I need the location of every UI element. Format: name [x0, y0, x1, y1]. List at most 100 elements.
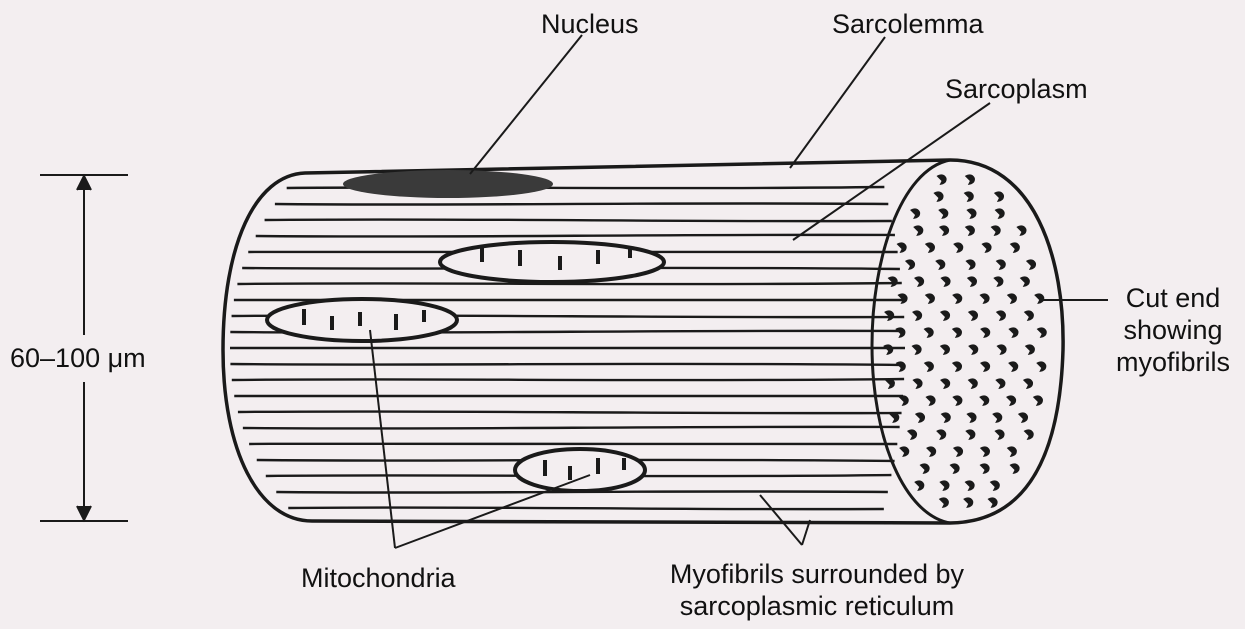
myofibril-cross-section [912, 310, 922, 321]
myofibril-cross-section [912, 378, 922, 389]
myofibril-cross-section [899, 446, 909, 457]
myofibril-cross-section [924, 361, 934, 372]
myofibril-cross-section [979, 293, 989, 304]
myofibril-cross-section [966, 412, 976, 423]
myofibril-cross-section [988, 497, 998, 508]
myofibril-cross-section [936, 429, 946, 440]
myofibril-cross-section [933, 191, 943, 202]
myofibril-cross-section [897, 293, 907, 304]
myofibril-cross-section [883, 344, 893, 355]
myofibril-cross-section [940, 310, 950, 321]
myofibril-cross-section [996, 259, 1006, 270]
myofibril-cross-section [994, 191, 1004, 202]
myofibril-cross-section [896, 361, 906, 372]
myofibril-cross-section [1034, 293, 1044, 304]
myofibril-cross-section [1033, 395, 1043, 406]
sarcoplasm-label: Sarcoplasm [945, 73, 1088, 105]
myofibril-cross-section [952, 361, 962, 372]
myofibril-cross-section [938, 208, 948, 219]
myofibril-line [243, 427, 900, 429]
myofibril-cross-section [979, 395, 989, 406]
myofibril-line [232, 379, 904, 380]
myofibril-cross-section [952, 327, 962, 338]
myofibril-cross-section [939, 480, 949, 491]
myofibril-cross-section [965, 225, 975, 236]
myofibril-cross-section [1023, 378, 1033, 389]
myofibril-cross-section [925, 395, 935, 406]
myofibril-cross-section [907, 429, 917, 440]
cut-end-label: Cut end showing myofibrils [1106, 282, 1240, 378]
myofibril-cross-section [912, 344, 922, 355]
myofibril-cross-section [990, 480, 1000, 491]
myofibril-cross-section [1024, 310, 1034, 321]
myofibril-cross-section [1010, 242, 1020, 253]
myofibrils-label: Myofibrils surrounded by sarcoplasmic re… [640, 558, 994, 622]
myofibril-cross-section [889, 412, 899, 423]
myofibril-line [249, 443, 897, 444]
myofibril-cross-section [1037, 327, 1047, 338]
myofibril-cross-section [897, 242, 907, 253]
myofibril-cross-section [888, 276, 898, 287]
myofibril-cross-section [1036, 361, 1046, 372]
myofibril-cross-section [965, 429, 975, 440]
nucleus-leader [470, 35, 582, 174]
myofibril-cross-section [885, 378, 895, 389]
myofibril-cross-section [968, 378, 978, 389]
myofibril-cross-section [996, 310, 1006, 321]
mitochondrion [440, 242, 664, 282]
myofibril-cross-section [952, 395, 962, 406]
myofibril-cross-section [994, 429, 1004, 440]
myofibril-cross-section [920, 463, 930, 474]
nucleus-label: Nucleus [541, 8, 639, 40]
myofibril-cross-section [914, 276, 924, 287]
myofibrils-leader [760, 495, 802, 545]
myofibril-cross-section [940, 276, 950, 287]
myofibril-cross-section [915, 412, 925, 423]
myofibril-cross-section [1016, 225, 1026, 236]
myofibril-line [265, 219, 892, 221]
myofibril-cross-section [953, 446, 963, 457]
myofibril-cross-section [968, 344, 978, 355]
mitochondria-label: Mitochondria [301, 562, 456, 594]
myofibril-cross-section [937, 174, 947, 185]
myofibril-cross-section [884, 310, 894, 321]
myofibril-cross-section [967, 276, 977, 287]
myofibril-cross-section [980, 463, 990, 474]
myofibril-cross-section [992, 412, 1002, 423]
myofibril-cross-section [1008, 361, 1018, 372]
myofibril-cross-section [995, 208, 1005, 219]
myofibril-cross-section [1018, 412, 1028, 423]
myofibril-cross-section [964, 191, 974, 202]
myofibril-cross-section [968, 310, 978, 321]
myofibril-cross-section [965, 259, 975, 270]
myofibril-line [230, 347, 905, 348]
myofibril-cross-section [910, 208, 920, 219]
myofibril-cross-section [991, 225, 1001, 236]
sarcolemma-label: Sarcolemma [832, 8, 984, 40]
mitochondrion [267, 299, 457, 341]
myofibril-cross-section [966, 208, 976, 219]
cut-end-label-line: Cut end [1106, 282, 1240, 314]
mitochondrion [515, 449, 645, 491]
myofibril-cross-section [993, 276, 1003, 287]
myofibril-cross-section [935, 259, 945, 270]
myofibril-cross-section [926, 446, 936, 457]
myofibril-line [230, 364, 904, 365]
myofibril-cross-section [940, 378, 950, 389]
myofibril-line [238, 411, 902, 413]
myofibril-cross-section [941, 412, 951, 423]
myofibril-cross-section [914, 480, 924, 491]
mitochondria-leader [370, 330, 395, 548]
sarcolemma-leader [790, 37, 885, 168]
myofibril-cross-section [953, 242, 963, 253]
myofibril-cross-section [980, 361, 990, 372]
myofibril-line [234, 395, 903, 396]
myofibril-cross-section [925, 242, 935, 253]
myofibril-cross-section [981, 242, 991, 253]
myofibril-cross-section [939, 225, 949, 236]
leader-lines [370, 35, 1108, 548]
nucleus-shape [343, 170, 553, 198]
myofibril-cross-section [924, 327, 934, 338]
myofibril-cross-section [895, 327, 905, 338]
